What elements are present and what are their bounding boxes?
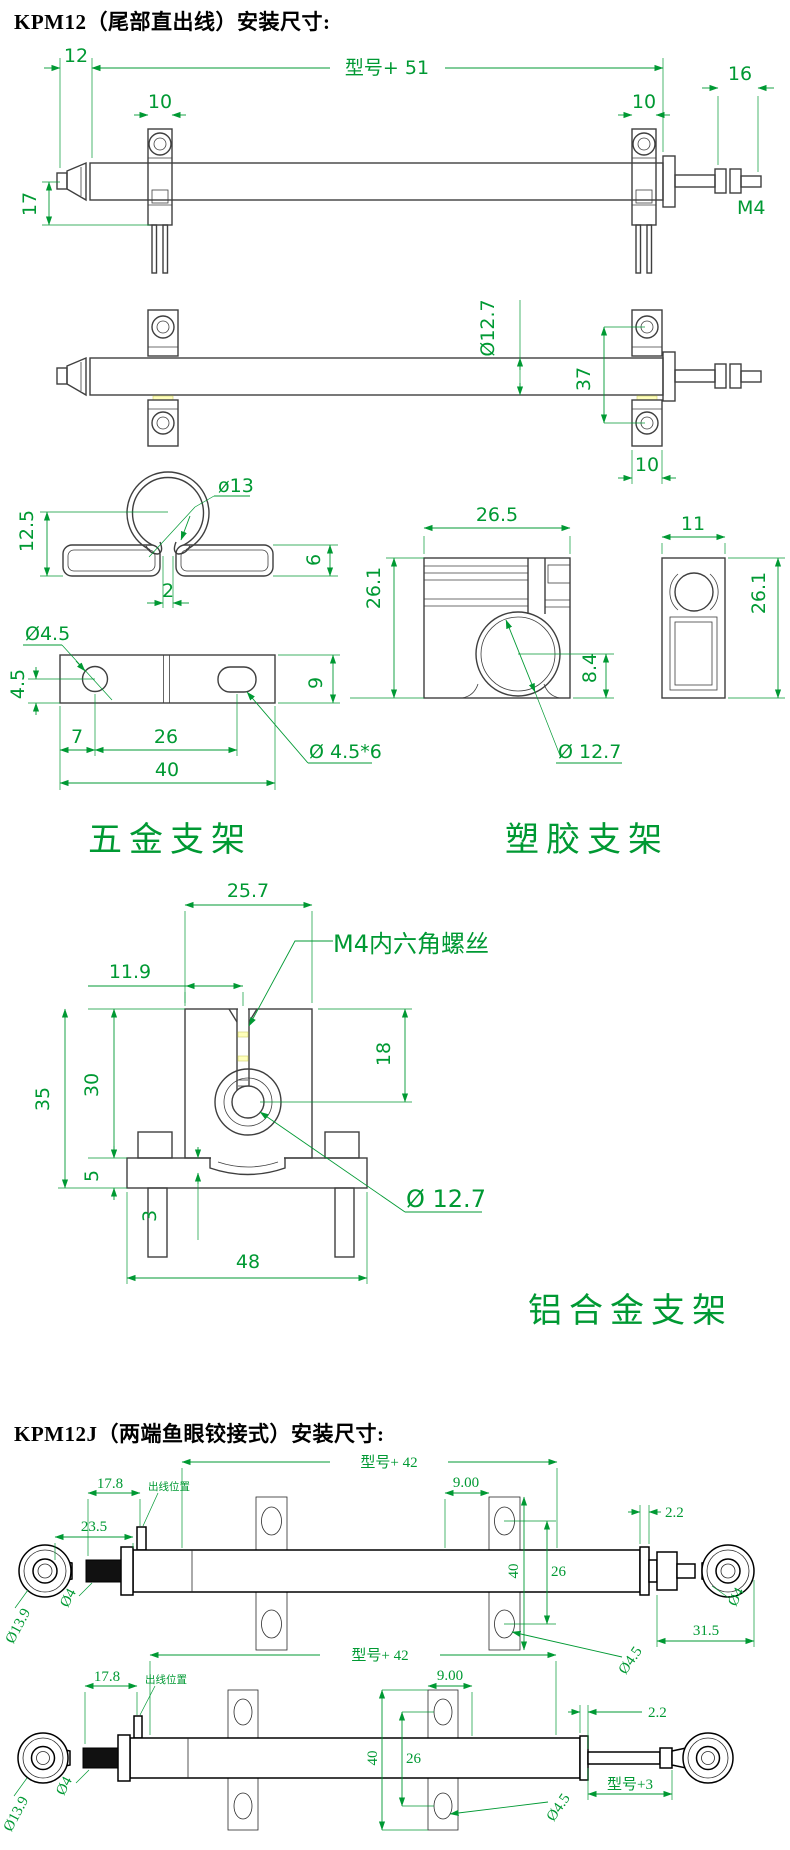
kpm12j-body-upper	[18, 1526, 755, 1598]
flat-bracket-drawing: Ø4.5 4.5 7 26 40 9 Ø 4.5*6	[7, 623, 382, 790]
aluminum-bracket-drawing: 25.7 M4内六角螺丝 11.9 18 30 35 5	[32, 880, 489, 1284]
plastic-front-outline	[423, 557, 571, 699]
dim-35: 35	[32, 1087, 54, 1111]
dim-model-42-upper: 型号+ 42	[360, 1454, 417, 1471]
dimensions-top-view: Ø12.7 37 10	[477, 299, 676, 484]
dim-11-9: 11.9	[109, 961, 151, 983]
sensor-body-side	[56, 155, 762, 208]
dim-3: 3	[139, 1210, 161, 1222]
mount-bracket-left-top	[147, 309, 179, 447]
dim-25-7: 25.7	[227, 880, 269, 902]
dimensions-kpm12j-upper: 型号+ 42 17.8 出线位置 9.00 2.2 23.5 40 26	[3, 1454, 755, 1677]
dim-48: 48	[236, 1251, 260, 1273]
dim-dia-4-5-upper: Ø4.5	[616, 1644, 646, 1677]
dim-8-4: 8.4	[579, 653, 601, 683]
dim-dia-4-left-lower: Ø4	[53, 1774, 76, 1798]
dim-9-00-upper: 9.00	[453, 1475, 479, 1491]
mount-bracket-right-side	[631, 128, 657, 274]
dim-10-bottom: 10	[635, 454, 659, 476]
dim-dia-4-5: Ø4.5	[25, 623, 70, 645]
plastic-bracket-front: 26.5 26.1 8.4 Ø 12.7	[350, 504, 622, 764]
dim-40: 40	[155, 759, 179, 781]
dim-model-3-lower: 型号+3	[607, 1776, 653, 1793]
dim-dia-4-5-lower: Ø4.5	[544, 1791, 574, 1824]
dimensions-side-view: 12 型号+ 51 16 10 10 17 M4	[19, 45, 774, 226]
dim-17-8-upper: 17.8	[97, 1476, 123, 1492]
dim-37: 37	[573, 367, 595, 391]
dim-2: 2	[162, 580, 174, 602]
dim-dia-4-5x6: Ø 4.5*6	[309, 741, 382, 763]
kpm12j-view-lower: 型号+ 42 17.8 出线位置 9.00 2.2 40 26 Ø13.9	[1, 1647, 734, 1834]
dim-2-2-upper: 2.2	[665, 1505, 684, 1521]
metal-clip-drawing: ø13 12.5 6 2	[16, 471, 338, 608]
dim-12: 12	[64, 45, 88, 67]
dim-6: 6	[303, 554, 325, 566]
dim-26-lower: 26	[406, 1751, 422, 1767]
dim-dia-12-7-body: Ø12.7	[477, 299, 499, 356]
dim-9-00-lower: 9.00	[437, 1668, 463, 1684]
dimensions-plastic-front: 26.5 26.1 8.4 Ø 12.7	[350, 504, 622, 764]
mount-bracket-right-top	[631, 309, 663, 447]
label-m4-thread: M4	[737, 197, 765, 219]
kpm12j-body-lower	[17, 1715, 734, 1784]
dim-40-lower: 40	[365, 1751, 381, 1766]
dim-26-1-side: 26.1	[748, 572, 770, 614]
dim-18: 18	[373, 1042, 395, 1066]
dim-dia-4-right-upper: Ø4	[725, 1585, 748, 1609]
label-aluminum-bracket: 铝合金支架	[528, 1292, 733, 1330]
dim-5: 5	[81, 1170, 103, 1182]
dim-dia-12-7-plastic: Ø 12.7	[558, 741, 621, 763]
dim-10-left: 10	[148, 91, 172, 113]
dim-dia-4-left-upper: Ø4	[57, 1586, 80, 1610]
section2-title: KPM12J（两端鱼眼铰接式）安装尺寸:	[14, 1422, 385, 1446]
kpm12j-view-upper: 型号+ 42 17.8 出线位置 9.00 2.2 23.5 40 26	[3, 1454, 755, 1677]
dim-model-42-lower: 型号+ 42	[351, 1647, 408, 1664]
dim-12-5: 12.5	[16, 510, 38, 552]
plastic-bracket-side: 11 26.1	[661, 513, 785, 699]
label-cable-position-upper: 出线位置	[148, 1480, 190, 1493]
dim-dia-13-9-upper: Ø13.9	[3, 1606, 35, 1646]
dim-dia-13-9-lower: Ø13.9	[1, 1794, 33, 1834]
dim-11: 11	[681, 513, 705, 535]
dim-17-8-lower: 17.8	[94, 1669, 120, 1685]
sensor-body-top	[56, 351, 762, 402]
dim-26-1-front: 26.1	[363, 567, 385, 609]
aluminum-outline	[126, 1004, 368, 1258]
label-plastic-bracket: 塑胶支架	[505, 821, 669, 859]
mount-bracket-left-side	[147, 128, 173, 274]
label-m4-hex-screw: M4内六角螺丝	[333, 930, 489, 958]
dim-17: 17	[19, 192, 41, 216]
dim-9: 9	[305, 677, 327, 689]
section1-title: KPM12（尾部直出线）安装尺寸:	[14, 10, 331, 34]
dim-31-5-upper: 31.5	[693, 1623, 719, 1639]
dim-dia-12-7-aluminum: Ø 12.7	[406, 1185, 486, 1213]
plastic-side-outline	[661, 557, 726, 699]
kpm12-side-view: 12 型号+ 51 16 10 10 17 M4	[19, 45, 774, 274]
kpm12-top-view: Ø12.7 37 10	[56, 299, 762, 484]
label-metal-bracket: 五金支架	[88, 821, 252, 859]
dimensions-kpm12j-lower: 型号+ 42 17.8 出线位置 9.00 2.2 40 26 Ø13.9	[1, 1647, 673, 1834]
dim-10-right: 10	[632, 91, 656, 113]
dim-16: 16	[728, 63, 752, 85]
dim-23-5-upper: 23.5	[81, 1519, 107, 1535]
dimensions-aluminum: 25.7 M4内六角螺丝 11.9 18 30 35 5	[32, 880, 489, 1284]
dim-26-5: 26.5	[476, 504, 518, 526]
dimensions-flat-bracket: Ø4.5 4.5 7 26 40 9 Ø 4.5*6	[7, 623, 382, 790]
dim-26-upper: 26	[551, 1564, 567, 1580]
dimensions-clip: ø13 12.5 6 2	[16, 475, 338, 608]
dim-40-upper: 40	[506, 1564, 522, 1579]
dim-30: 30	[81, 1073, 103, 1097]
dimensions-plastic-side: 11 26.1	[661, 513, 785, 699]
dim-dia-13: ø13	[218, 475, 254, 497]
dim-4-5: 4.5	[7, 669, 29, 699]
dim-7: 7	[71, 726, 83, 748]
label-cable-position-lower: 出线位置	[145, 1673, 187, 1686]
dim-26: 26	[154, 726, 178, 748]
dim-2-2-lower: 2.2	[648, 1705, 667, 1721]
dim-model-plus-51: 型号+ 51	[345, 57, 429, 79]
